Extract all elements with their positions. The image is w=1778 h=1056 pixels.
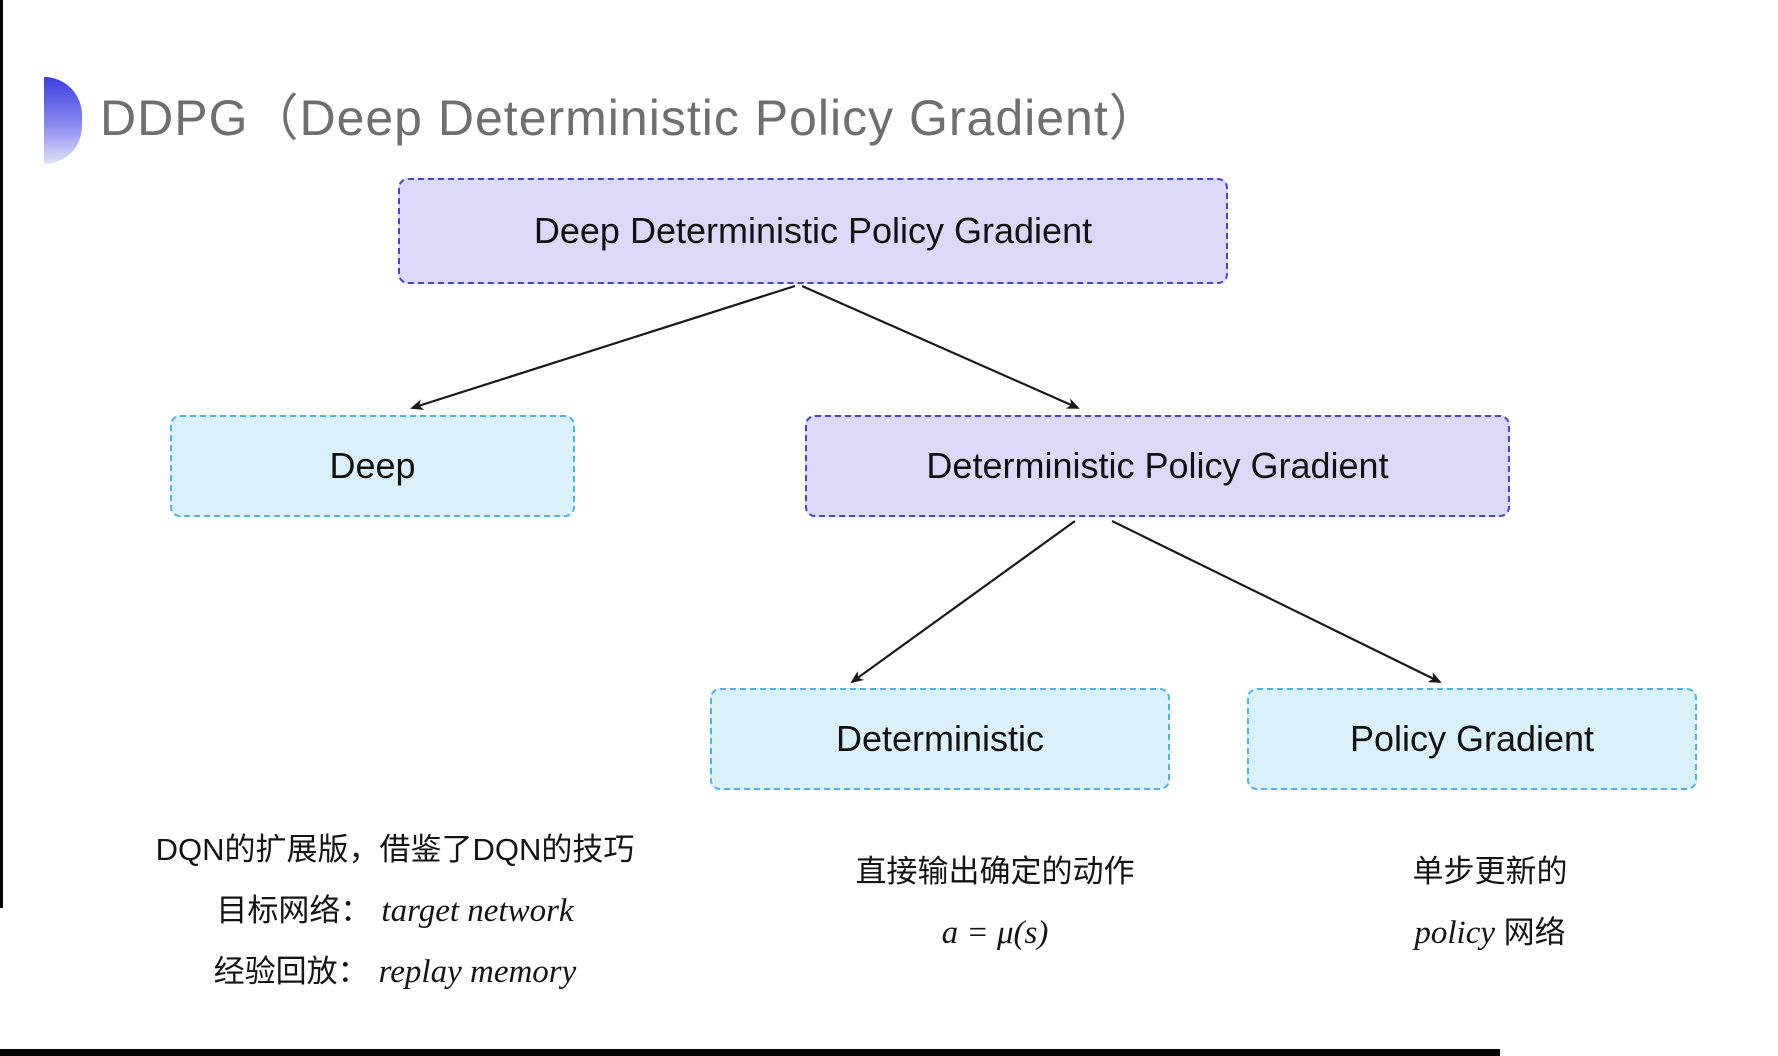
node-root-label: Deep Deterministic Policy Gradient — [533, 210, 1093, 251]
note-pg-line1: 单步更新的 — [1412, 854, 1568, 889]
bottom-edge-bar — [0, 1049, 1500, 1056]
note-pg-line2-en: policy — [1414, 915, 1495, 951]
note-det-line1: 直接输出确定的动作 — [855, 854, 1135, 889]
left-edge-line — [0, 0, 3, 908]
note-deep-line1: DQN的扩展版，借鉴了DQN的技巧 — [155, 832, 635, 867]
note-deep-line2-zh: 目标网络： — [216, 893, 372, 928]
note-deep: DQN的扩展版，借鉴了DQN的技巧 目标网络： target network 经验… — [120, 830, 670, 1013]
bullet-half-circle-icon — [44, 77, 82, 164]
note-deterministic: 直接输出确定的动作 a = μ(s) — [770, 852, 1220, 974]
node-deep: Deep — [170, 415, 575, 517]
arrow-dpg-to-det — [850, 520, 1076, 684]
node-deterministic: Deterministic — [710, 688, 1170, 790]
note-pg-line2: policy 网络 — [1280, 913, 1700, 953]
node-deep-label: Deep — [329, 445, 416, 486]
node-policy-gradient: Policy Gradient — [1247, 688, 1697, 790]
node-pg-label: Policy Gradient — [1349, 718, 1595, 759]
arrow-root-to-deep — [410, 284, 796, 410]
note-deep-line2: 目标网络： target network — [120, 891, 670, 931]
note-policy-gradient: 单步更新的 policy 网络 — [1280, 852, 1700, 974]
note-det-formula: a = μ(s) — [941, 915, 1049, 951]
arrow-dpg-to-pg — [1111, 520, 1442, 683]
node-deep-deterministic-policy-gradient: Deep Deterministic Policy Gradient — [398, 178, 1228, 284]
note-deep-line2-en: target network — [381, 893, 574, 929]
node-deterministic-policy-gradient: Deterministic Policy Gradient — [805, 415, 1510, 517]
page-title: DDPG（Deep Deterministic Policy Gradient） — [100, 90, 1160, 146]
note-pg-line2-zh: 网络 — [1503, 915, 1566, 950]
node-dpg-label: Deterministic Policy Gradient — [926, 445, 1389, 486]
arrow-root-to-dpg — [801, 284, 1080, 410]
note-deep-line3-en: replay memory — [378, 954, 577, 990]
note-deep-line3-zh: 经验回放： — [213, 954, 369, 989]
note-deep-line3: 经验回放： replay memory — [120, 952, 670, 992]
node-det-label: Deterministic — [835, 718, 1045, 759]
